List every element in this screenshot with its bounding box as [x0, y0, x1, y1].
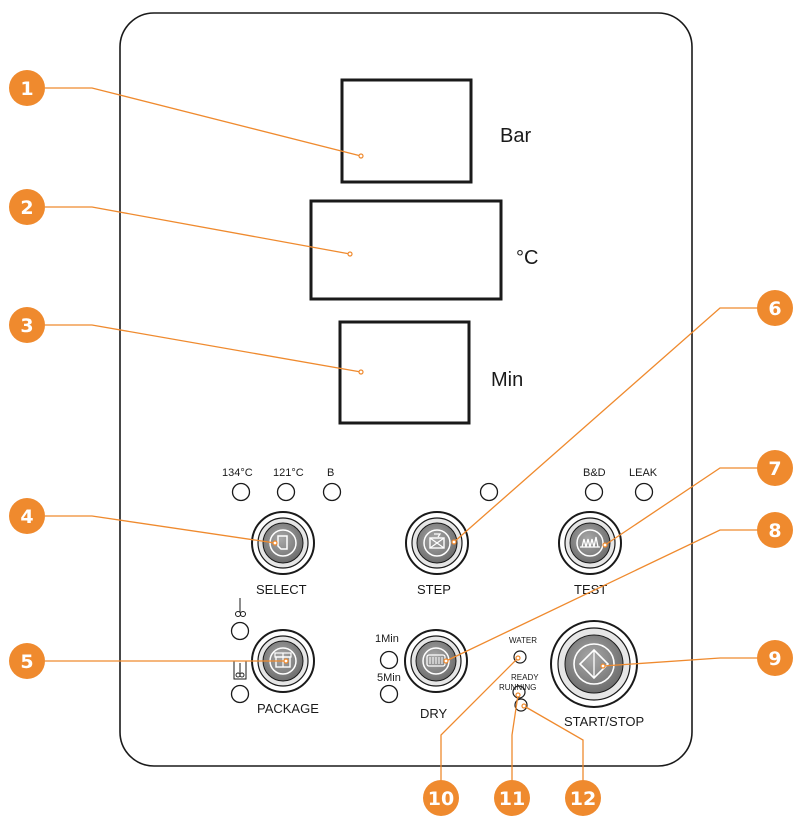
scissors-icon: [235, 598, 246, 617]
start-stop-label: START/STOP: [564, 714, 644, 729]
wave-icon: [580, 536, 600, 548]
callout-3: 3: [9, 307, 45, 343]
svg-text:6: 6: [768, 298, 781, 320]
svg-text:11: 11: [499, 788, 525, 810]
indicator-label-leak: LEAK: [629, 467, 658, 479]
callout-7: 7: [757, 450, 793, 486]
test-button[interactable]: [558, 511, 622, 575]
start-stop-button[interactable]: [550, 620, 638, 708]
svg-text:7: 7: [768, 458, 781, 480]
callout-8: 8: [757, 512, 793, 548]
callout-4: 4: [9, 498, 45, 534]
pressure-unit-label: Bar: [500, 125, 531, 147]
indicator-led-leak: [634, 482, 654, 502]
document-icon: [277, 535, 288, 550]
package-led-2: [230, 684, 250, 704]
step-label: STEP: [417, 582, 451, 597]
status-label-running: RUNNING: [499, 683, 536, 692]
svg-text:2: 2: [20, 197, 33, 219]
indicator-label-134: 134°C: [222, 467, 253, 479]
svg-text:3: 3: [20, 315, 33, 337]
diamond-icon: [578, 648, 610, 680]
indicator-label-bd: B&D: [583, 467, 606, 479]
indicator-led-134: [231, 482, 251, 502]
status-label-water: WATER: [509, 636, 537, 645]
dry-label: DRY: [420, 706, 448, 721]
time-unit-label: Min: [491, 369, 523, 391]
package-label: PACKAGE: [257, 701, 319, 716]
callout-1: 1: [9, 70, 45, 106]
svg-text:10: 10: [428, 788, 454, 810]
leader-lines: [45, 87, 775, 800]
dry-button[interactable]: [404, 629, 468, 693]
indicator-led-b: [322, 482, 342, 502]
callout-11: 11: [494, 780, 530, 816]
status-label-ready: READY: [511, 673, 539, 682]
step-led: [479, 482, 499, 502]
dry-label-1min: 1Min: [375, 633, 399, 645]
package-led-1: [230, 621, 250, 641]
svg-text:5: 5: [20, 651, 33, 673]
test-label: TEST: [574, 582, 607, 597]
callout-5: 5: [9, 643, 45, 679]
indicator-led-bd: [584, 482, 604, 502]
temperature-display: [309, 199, 503, 301]
callout-10: 10: [423, 780, 459, 816]
temperature-unit-label: °C: [516, 247, 538, 269]
svg-text:1: 1: [20, 78, 33, 100]
select-button[interactable]: [251, 511, 315, 575]
dry-led-5min: [379, 684, 399, 704]
svg-text:12: 12: [570, 788, 596, 810]
indicator-label-121: 121°C: [273, 467, 304, 479]
envelope-icon: [429, 533, 445, 549]
callout-9: 9: [757, 640, 793, 676]
pressure-display: [340, 78, 473, 184]
callout-12: 12: [565, 780, 601, 816]
gift-icon: [274, 652, 292, 668]
svg-text:4: 4: [20, 506, 33, 528]
select-label: SELECT: [256, 582, 307, 597]
dry-led-1min: [379, 650, 399, 670]
step-button[interactable]: [405, 511, 469, 575]
svg-text:8: 8: [768, 520, 781, 542]
callout-6: 6: [757, 290, 793, 326]
callout-2: 2: [9, 189, 45, 225]
svg-text:9: 9: [768, 648, 781, 670]
dry-label-5min: 5Min: [377, 672, 401, 684]
indicator-label-b: B: [327, 467, 334, 479]
indicator-led-121: [276, 482, 296, 502]
